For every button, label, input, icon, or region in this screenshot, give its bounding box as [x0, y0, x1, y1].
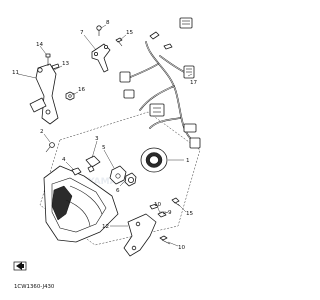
assembly-frame [39, 111, 201, 246]
bolt-14 [45, 53, 51, 66]
harness-connector-top [179, 17, 193, 29]
callout-15-upper: 15 [126, 30, 134, 36]
callout-6: 6 [116, 188, 120, 194]
callout-5: 5 [102, 145, 106, 151]
bulb-6 [124, 172, 137, 187]
collar-9 [157, 211, 169, 218]
callout-10-upper: 10 [154, 202, 162, 208]
screw-8 [96, 25, 102, 36]
callout-3: 3 [95, 136, 99, 142]
bolt-15-lower [171, 197, 181, 207]
callout-15-lower: 15 [186, 211, 194, 217]
callout-14: 14 [36, 42, 44, 48]
callout-8: 8 [106, 20, 110, 26]
harness-connector-left [119, 71, 135, 99]
headlight-unit-ring [140, 147, 168, 173]
harness-clamp [149, 31, 173, 50]
callout-12: 12 [102, 224, 109, 230]
watermark-text: YAMAHA [87, 177, 131, 187]
leader-lines [17, 24, 193, 247]
bolt-10-lower [159, 235, 171, 245]
callout-10-lower: 10 [178, 245, 186, 251]
nut-16 [65, 91, 75, 101]
harness-connector-17 [183, 65, 195, 79]
headlight-stay-7 [91, 43, 111, 73]
upper-stay-bracket [29, 63, 60, 125]
screw-2 [45, 142, 55, 153]
callout-numbers: 1 2 3 4 5 6 7 8 9 10 10 11 12 13 14 15 1… [12, 20, 198, 251]
headlight-housing [43, 165, 119, 243]
callout-13: 13 [62, 61, 70, 67]
drawing-code: 1CW1360-J430 [14, 284, 55, 290]
bolt-15-top [115, 37, 123, 47]
lower-stay-bracket [123, 203, 159, 257]
callout-9: 9 [168, 210, 172, 216]
callout-2: 2 [40, 129, 44, 135]
front-arrow-icon [13, 261, 27, 271]
callout-11: 11 [12, 70, 20, 76]
diagram-canvas: YAMAHA [12, 17, 201, 290]
relay-block [149, 103, 165, 117]
callout-4: 4 [62, 157, 66, 163]
bulb-4 [71, 167, 82, 176]
callout-7: 7 [80, 30, 84, 36]
callout-16: 16 [78, 87, 86, 93]
socket-3 [85, 155, 101, 173]
bulb-socket-5 [109, 165, 127, 185]
harness-connector-lower [183, 123, 201, 149]
callout-1: 1 [186, 158, 190, 164]
parts-diagram: YAMAHA [12, 17, 201, 290]
callout-17: 17 [190, 80, 198, 86]
